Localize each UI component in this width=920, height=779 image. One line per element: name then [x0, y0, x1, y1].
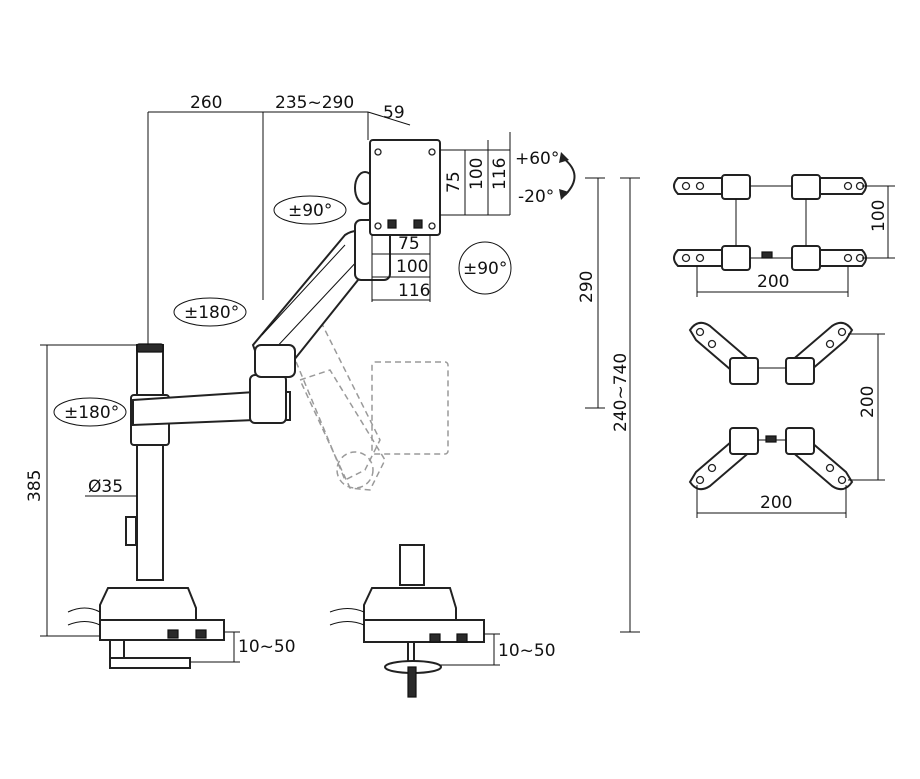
- base-rotation-label: ±180°: [64, 403, 119, 423]
- pole-height-label: 385: [25, 470, 45, 502]
- height-range-label: 240~740: [611, 353, 631, 432]
- adapter1-height-label: 100: [869, 200, 889, 232]
- elbow-rotation-arrow-icon: [173, 297, 247, 327]
- tilt-arrow-icon: [562, 157, 576, 196]
- ghost-arm-position: [284, 319, 449, 491]
- vesa-116-vertical-label: 116: [490, 158, 510, 190]
- adapter1-width-label: 200: [757, 272, 789, 292]
- base-rotation-arrow-icon: [53, 397, 127, 427]
- vesa-116-horizontal-label: 116: [398, 281, 430, 301]
- vesa-100-vertical-label: 100: [467, 158, 487, 190]
- swivel-arm-label: ±90°: [288, 201, 332, 221]
- grommet-base: [329, 544, 485, 698]
- vesa-75-horizontal-label: 75: [398, 234, 420, 254]
- clamp-base-left: [67, 587, 225, 669]
- arm-reach-2-label: 235~290: [275, 93, 354, 113]
- vesa-adapter-200x200: [688, 321, 885, 518]
- clamp-thickness-1-label: 10~50: [238, 637, 296, 657]
- rotation-indicators: [53, 152, 576, 427]
- rotate-arrow-icon: [458, 241, 512, 295]
- vesa-plate: [369, 139, 441, 236]
- height-290-label: 290: [577, 271, 597, 303]
- elbow-rotation-label: ±180°: [184, 303, 239, 323]
- dimension-lines: [40, 111, 640, 666]
- vesa-offset-label: 59: [383, 103, 405, 123]
- tilt-down-label: -20°: [518, 187, 554, 207]
- vesa-100-horizontal-label: 100: [396, 257, 428, 277]
- adapter2-width-label: 200: [760, 493, 792, 513]
- rotate-panel-label: ±90°: [463, 259, 507, 279]
- adapter2-height-label: 200: [858, 386, 878, 418]
- vesa-adapter-200x100: [673, 174, 895, 297]
- clamp-thickness-2-label: 10~50: [498, 641, 556, 661]
- vesa-75-vertical-label: 75: [444, 171, 464, 193]
- pole: [136, 344, 164, 581]
- pole-diameter-label: Ø35: [88, 477, 123, 497]
- tilt-up-label: +60°: [515, 149, 559, 169]
- height-collar: [125, 516, 137, 546]
- arm-reach-1-label: 260: [190, 93, 222, 113]
- monitor-arm-drawing: [67, 139, 485, 698]
- swivel-arrow-icon: [273, 195, 347, 225]
- pole-cap: [136, 343, 164, 353]
